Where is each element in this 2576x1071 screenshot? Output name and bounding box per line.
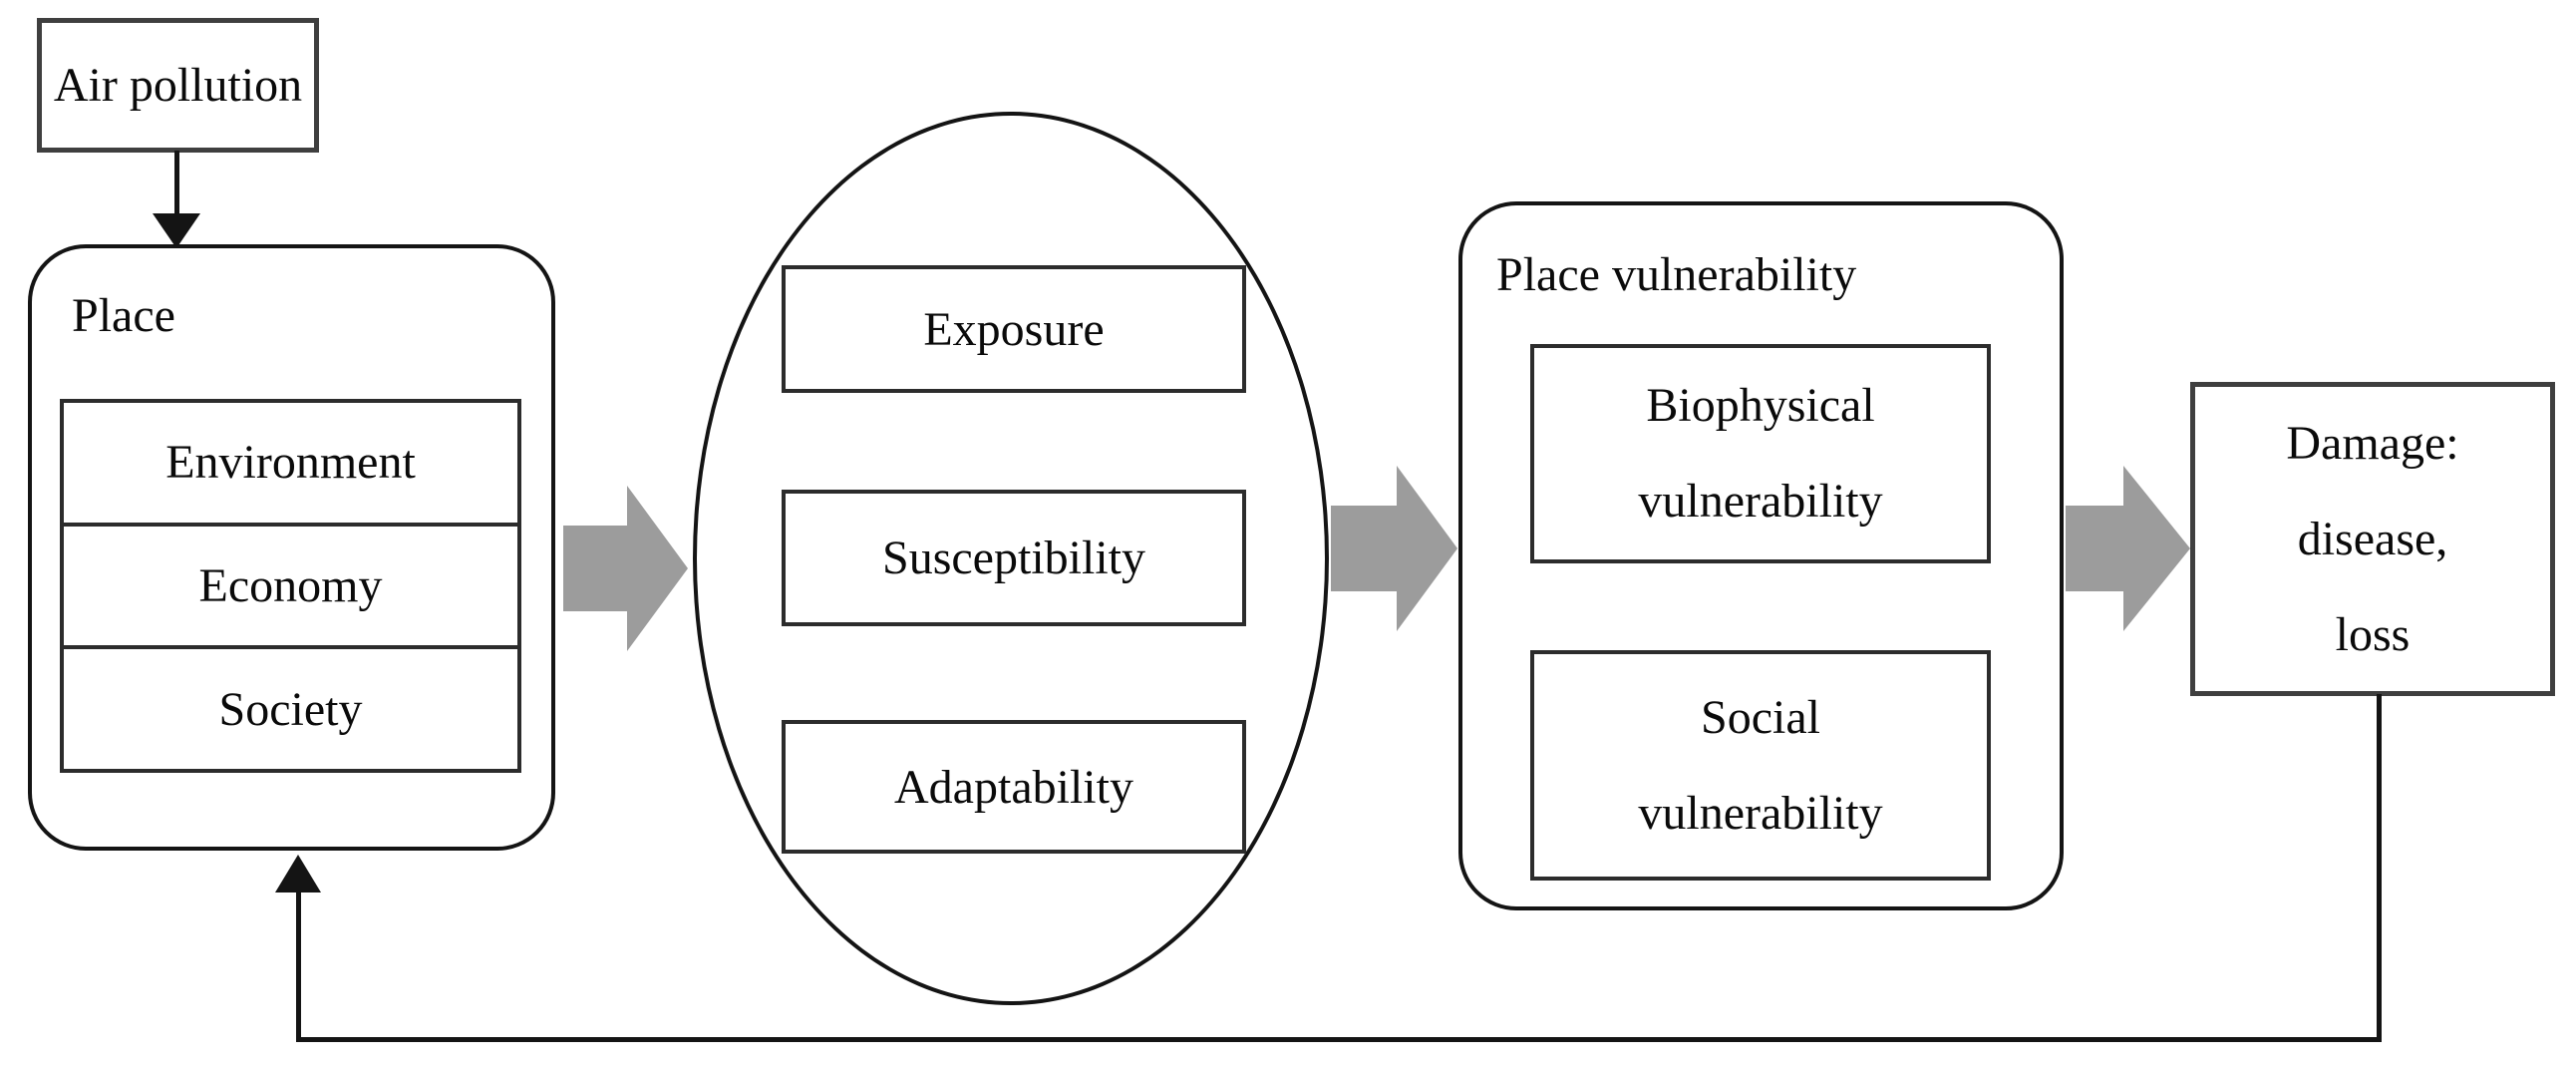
social-vulnerability-label: Social vulnerability: [1638, 670, 1882, 862]
damage-line-1: Damage:: [2286, 416, 2459, 470]
damage-node: Damage: disease, loss: [2190, 382, 2555, 696]
place-container: Place Environment Economy Society: [28, 244, 555, 851]
list-item-economy: Economy: [64, 527, 517, 650]
air-pollution-label: Air pollution: [53, 59, 303, 112]
damage-line-3: loss: [2335, 607, 2411, 661]
feedback-line-bottom-segment: [296, 1037, 2382, 1042]
society-label: Society: [218, 682, 363, 736]
flow-arrow-2-icon: [1397, 466, 1457, 631]
social-line-1: Social: [1701, 690, 1820, 744]
social-vulnerability-node: Social vulnerability: [1530, 650, 1991, 881]
damage-label: Damage: disease, loss: [2286, 396, 2458, 683]
flow-arrow-3-body: [2066, 506, 2123, 591]
social-line-2: vulnerability: [1638, 786, 1883, 840]
flow-arrow-1-body: [563, 526, 627, 611]
flow-arrow-2-body: [1331, 506, 1397, 591]
damage-line-2: disease,: [2297, 512, 2448, 565]
place-item-list: Environment Economy Society: [60, 399, 521, 773]
adaptability-label: Adaptability: [894, 760, 1133, 814]
biophysical-vulnerability-node: Biophysical vulnerability: [1530, 344, 1991, 563]
susceptibility-node: Susceptibility: [782, 490, 1246, 626]
exposure-node: Exposure: [782, 265, 1246, 393]
place-title: Place: [72, 289, 175, 342]
feedback-line-right-segment: [2377, 694, 2382, 1042]
place-vulnerability-title: Place vulnerability: [1496, 248, 1857, 301]
economy-label: Economy: [198, 559, 383, 612]
biophysical-vulnerability-label: Biophysical vulnerability: [1638, 358, 1882, 549]
list-item-society: Society: [64, 649, 517, 769]
factors-ellipse: [693, 112, 1329, 1005]
biophysical-line-1: Biophysical: [1646, 379, 1875, 432]
list-item-environment: Environment: [64, 403, 517, 527]
flow-arrow-3-icon: [2123, 466, 2190, 631]
exposure-label: Exposure: [923, 302, 1105, 356]
feedback-line-left-segment: [296, 892, 301, 1042]
environment-label: Environment: [165, 436, 416, 490]
air-pollution-node: Air pollution: [37, 18, 319, 153]
flow-arrow-1-icon: [627, 486, 688, 651]
adaptability-node: Adaptability: [782, 720, 1246, 854]
down-arrow-icon: [153, 213, 200, 248]
susceptibility-label: Susceptibility: [882, 532, 1145, 584]
up-arrow-icon: [275, 855, 321, 892]
biophysical-line-2: vulnerability: [1638, 475, 1883, 528]
air-to-place-arrow-shaft: [174, 151, 179, 216]
